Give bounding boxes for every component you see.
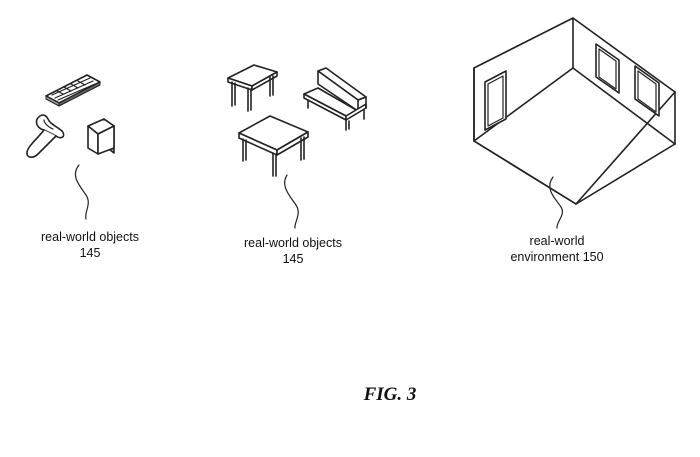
large-table-icon [238,115,309,177]
label-number: 145 [282,252,304,266]
leader-line-objects-2 [284,174,299,229]
controller-icon [26,114,65,158]
sofa-icon [303,67,367,131]
label-text: real-world [529,234,585,248]
keyboard-icon [45,74,101,107]
door-icon [484,70,507,131]
label-real-world-environment: real-world environment 150 [482,233,632,265]
window-icon [634,65,660,117]
cube-icon [87,118,115,155]
figure-title: FIG. 3 [363,384,417,405]
leader-line-objects-1 [74,164,89,220]
window-icon [595,43,620,94]
leader-line-environment [549,176,563,229]
label-text: real-world objects [244,236,342,250]
small-table-icon [227,64,278,112]
room-icon [473,17,676,205]
label-text: real-world objects [41,230,139,244]
label-number: environment 150 [510,250,604,264]
label-real-world-objects-1: real-world objects 145 [15,229,165,261]
label-number: 145 [79,246,101,260]
label-real-world-objects-2: real-world objects 145 [218,235,368,267]
